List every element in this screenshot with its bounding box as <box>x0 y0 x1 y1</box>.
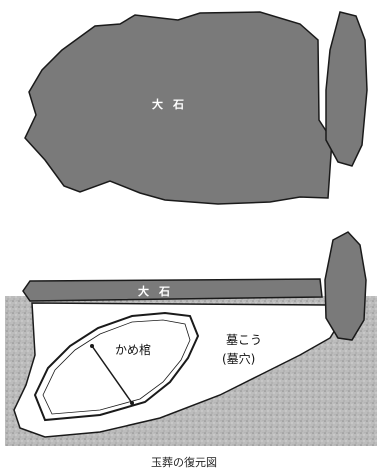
section-capstone-label: 大石 <box>138 285 180 298</box>
jar-joint-line <box>91 345 133 404</box>
grave-pit-note: (墓穴) <box>222 352 256 366</box>
diagram-caption: 玉葬の復元図 <box>151 456 217 469</box>
jar-joint-dot <box>90 344 94 348</box>
top-standing-stone <box>325 11 368 167</box>
jar-joint-dot <box>130 401 134 405</box>
section-capstone <box>22 278 323 302</box>
jar-coffin-inner <box>42 319 191 415</box>
jar-coffin <box>33 311 200 422</box>
grave-pit-label: 墓こう <box>226 333 263 347</box>
section-standing-stone <box>324 231 367 341</box>
top-capstone-label: 大石 <box>152 98 194 111</box>
top-capstone <box>24 11 333 205</box>
jar-coffin-label: かめ棺 <box>115 343 152 357</box>
